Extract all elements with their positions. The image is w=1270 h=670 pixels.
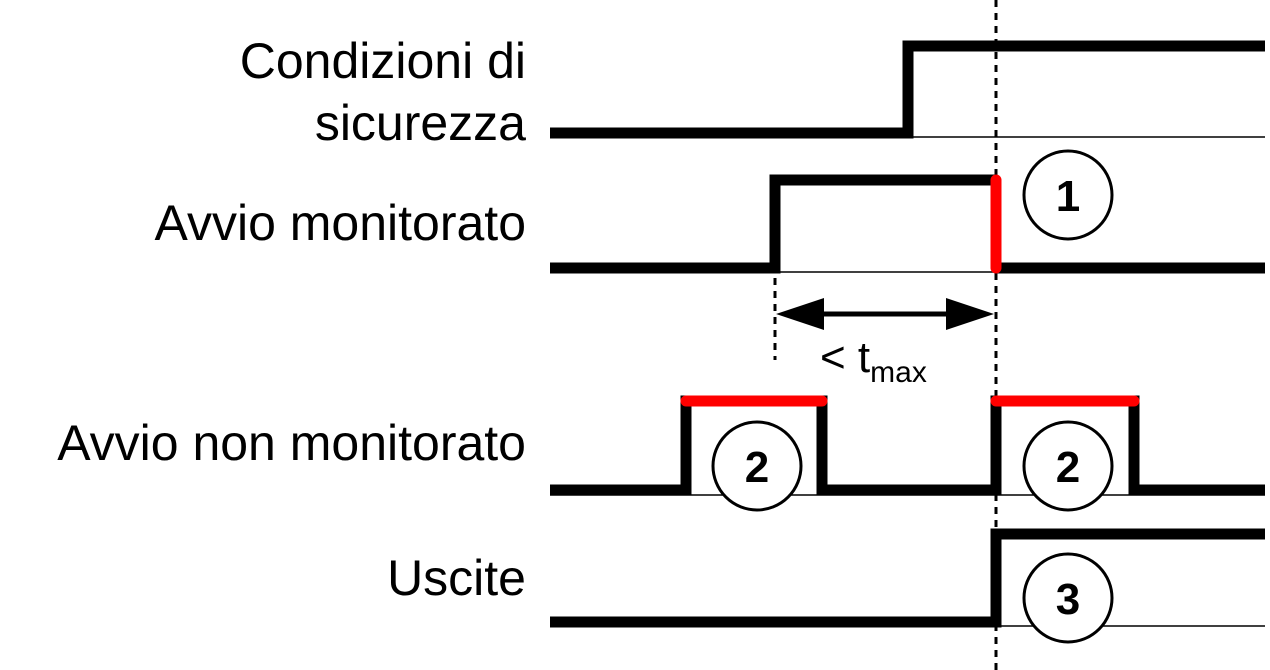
signal-labels: Condizioni di sicurezza Avvio monitorato… [57,33,526,606]
label-outputs: Uscite [387,550,526,606]
tmax-dimension: < tmax [776,298,994,389]
tmax-label: < tmax [820,333,927,389]
marker-2b: 2 [1022,420,1114,512]
tmax-arrow-head-left [776,298,824,330]
marker-number: 2 [745,443,769,492]
signal-unmonitored-start [550,395,1265,496]
marker-2a: 2 [711,420,803,512]
signal-monitored-start [550,174,1265,274]
marker-number: 2 [1056,443,1080,492]
marker-circle [1022,420,1114,512]
marker-number: 3 [1056,575,1080,624]
signal-outputs [550,528,1265,628]
label-safety-conditions-line1: Condizioni di [240,33,526,89]
tmax-arrow-head-right [946,298,994,330]
marker-circle [1022,552,1114,644]
label-unmonitored-start: Avvio non monitorato [57,415,526,471]
marker-1: 1 [1022,149,1114,241]
waveform [550,528,1265,628]
marker-number: 1 [1056,172,1080,221]
label-safety-conditions-line2: sicurezza [315,95,526,151]
marker-3: 3 [1022,552,1114,644]
waveform [550,395,1265,496]
marker-circle [711,420,803,512]
tmax-subscript: max [870,356,927,389]
waveform [550,174,996,274]
label-monitored-start: Avvio monitorato [155,195,526,251]
waveform [550,40,1265,139]
marker-circle [1022,149,1114,241]
tmax-prefix: < t [820,333,870,382]
signal-safety-conditions [550,40,1265,139]
